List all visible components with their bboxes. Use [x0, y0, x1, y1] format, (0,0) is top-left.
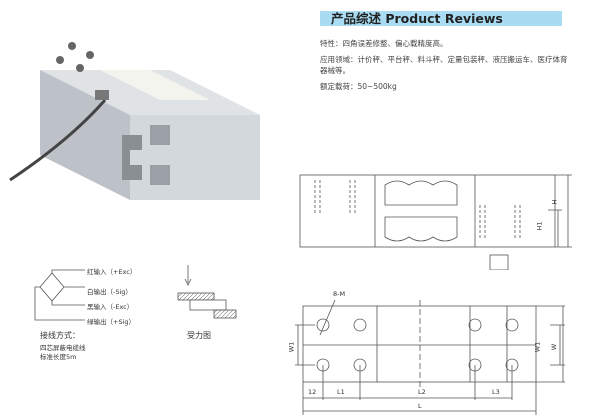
side-view-drawing — [299, 174, 572, 270]
dim-l2: L2 — [418, 388, 426, 396]
dim-l1: L1 — [337, 388, 345, 396]
wiring-title: 接线方式： — [40, 331, 80, 340]
dim-h: H — [550, 199, 559, 205]
top-view-drawing — [295, 299, 565, 415]
dim-h1: H1 — [535, 221, 544, 231]
dim-w1-left: W1 — [287, 341, 296, 353]
dim-holes: 8-M — [333, 290, 346, 298]
load-cell-photo — [9, 42, 260, 200]
wire-red-label: 红输入（+Exc） — [87, 268, 137, 276]
cable-text: 四芯屏蔽电缆线 — [40, 344, 86, 352]
wiring-diagram — [34, 269, 85, 321]
dim-12: 12 — [308, 388, 317, 396]
cable-length-text: 标准长度5m — [40, 353, 77, 361]
wire-black-label: 黑输入（-Exc） — [87, 303, 134, 311]
dim-l3: L3 — [492, 388, 500, 396]
section-title: 产品综述 Product Reviews — [331, 11, 503, 26]
section-header: 产品综述 Product Reviews — [320, 11, 562, 26]
features-text: 特性：四角误差修整、偏心载精度高。 — [320, 39, 448, 48]
dim-w1-right: W1 — [533, 341, 542, 353]
applications-text: 应用领域：计价秤、平台秤、料斗秤、定量包装秤、液压搬运车、医疗体育器械等。 — [320, 55, 568, 75]
force-diagram — [177, 265, 237, 319]
wire-green-label: 绿输出（+Sig） — [87, 318, 136, 326]
wire-white-label: 白输出（-Sig） — [87, 288, 132, 296]
dim-w: W — [550, 343, 559, 351]
force-label: 受力图 — [187, 331, 211, 340]
dim-l: L — [418, 402, 422, 410]
rated-load-text: 额定载荷：50~500kg — [320, 82, 397, 91]
